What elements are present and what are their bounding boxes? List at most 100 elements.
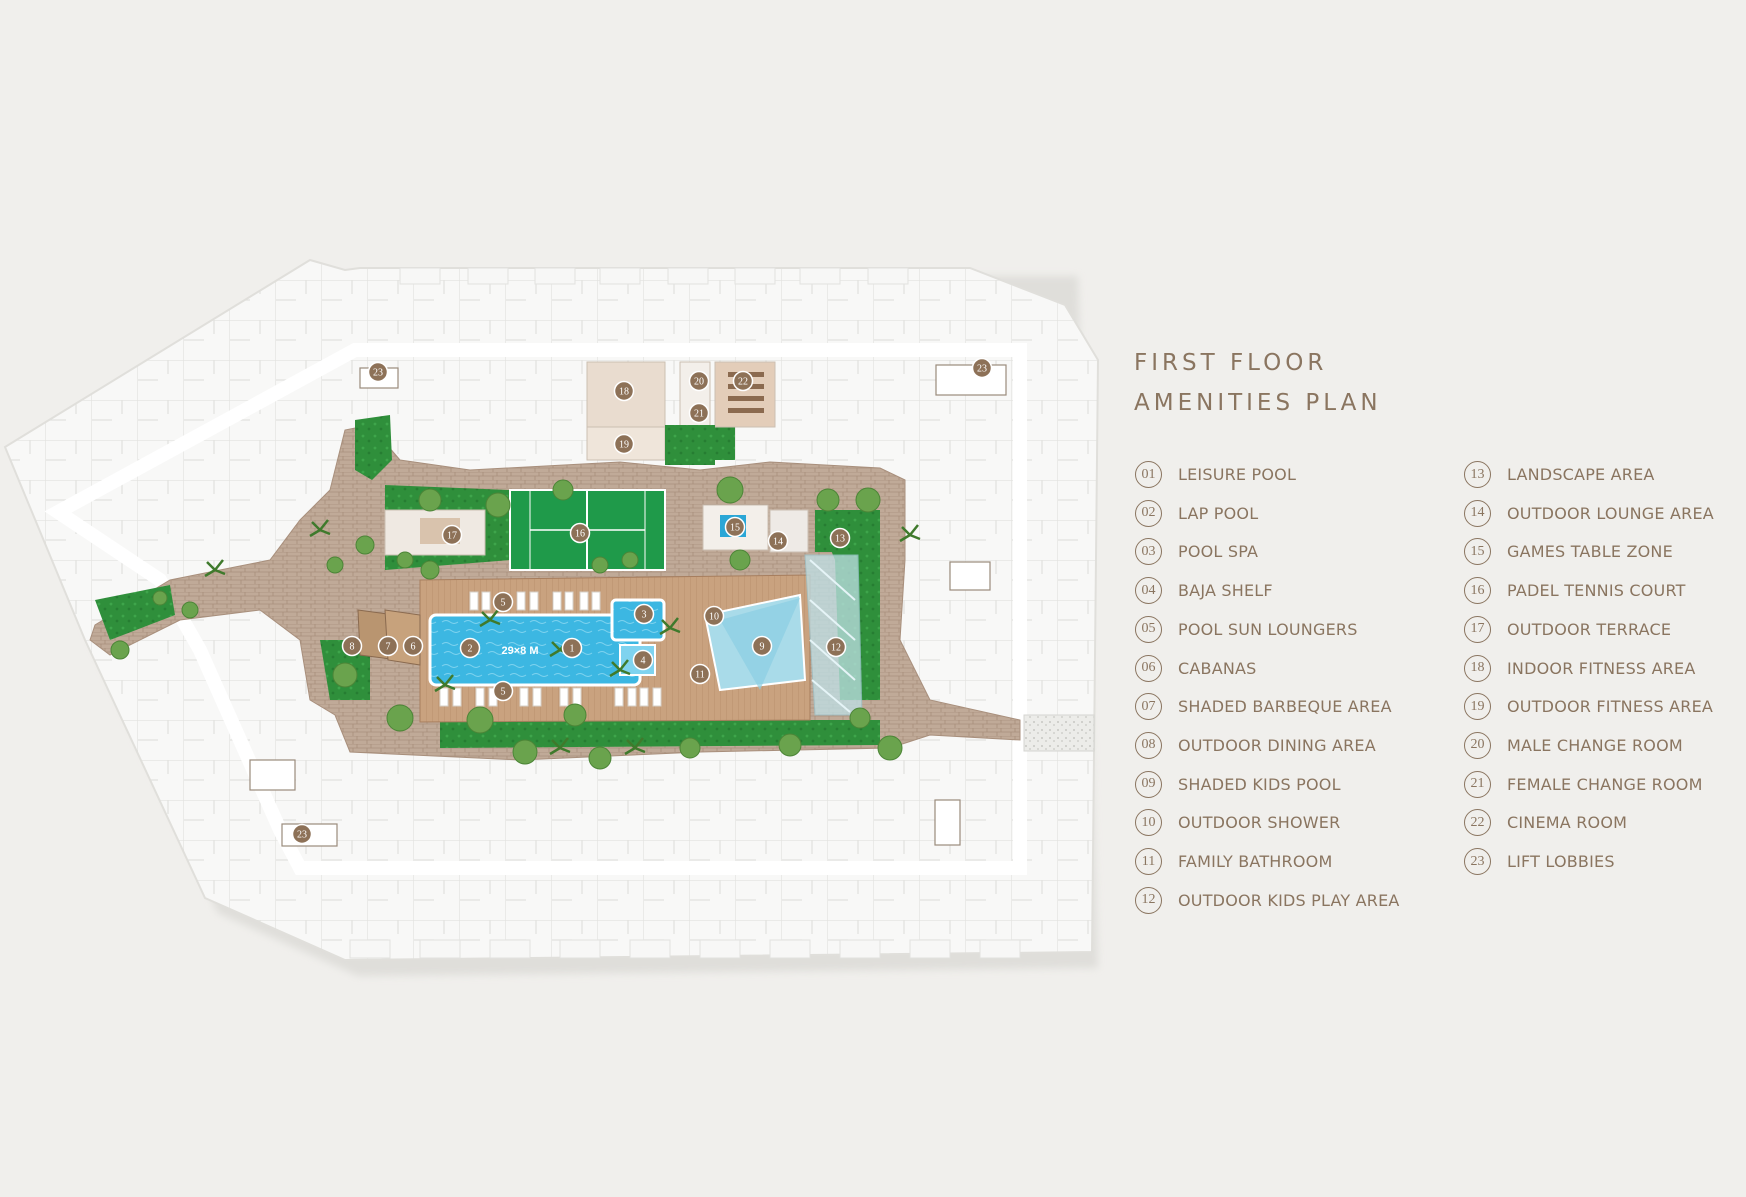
legend-label: FEMALE CHANGE ROOM	[1507, 774, 1703, 794]
legend-item-22: 22 CINEMA ROOM	[1464, 809, 1628, 837]
map-marker-circle	[971, 357, 993, 379]
legend-number-badge: 07	[1135, 693, 1162, 721]
legend-label: PADEL TENNIS COURT	[1507, 581, 1686, 601]
map-marker-label: 5	[501, 687, 506, 698]
map-marker-label: 11	[695, 670, 705, 681]
map-marker-circle	[767, 530, 789, 552]
legend-number-badge: 22	[1464, 809, 1491, 837]
map-marker-circle	[341, 635, 363, 657]
legend-item-16: 16 PADEL TENNIS COURT	[1464, 577, 1686, 605]
map-marker-label: 2	[468, 644, 473, 655]
map-marker-circle	[291, 823, 313, 845]
map-marker-circle	[492, 591, 514, 613]
legend-label: LIFT LOBBIES	[1507, 852, 1615, 871]
map-marker-20: 20	[688, 370, 710, 392]
map-marker-23: 23	[971, 357, 993, 379]
legend-label: OUTDOOR TERRACE	[1507, 619, 1672, 639]
legend-number-badge: 05	[1135, 615, 1162, 643]
legend-number-badge: 10	[1135, 809, 1162, 837]
map-marker-label: 17	[447, 531, 457, 542]
map-marker-label: 14	[773, 537, 783, 548]
map-marker-label: 15	[730, 523, 740, 534]
legend-number-badge: 16	[1464, 577, 1491, 605]
map-marker-circle	[688, 402, 710, 424]
legend-number-badge: 11	[1135, 848, 1162, 875]
legend-label: OUTDOOR DINING AREA	[1178, 735, 1376, 755]
legend-label: OUTDOOR KIDS PLAY AREA	[1178, 890, 1400, 910]
map-marker-label: 16	[575, 529, 585, 540]
legend-number-badge: 09	[1135, 770, 1162, 798]
map-marker-label: 23	[297, 830, 307, 841]
map-marker-circle	[732, 370, 754, 392]
outdoor-terrace	[384, 509, 486, 556]
map-marker-21: 21	[688, 402, 710, 424]
legend-item-11: 11 FAMILY BATHROOM	[1135, 848, 1332, 875]
legend-label: SHADED KIDS POOL	[1178, 774, 1341, 794]
map-marker-circle	[825, 636, 847, 658]
map-marker-3: 3	[633, 603, 655, 625]
map-marker-circle	[377, 635, 399, 657]
legend-label: INDOOR FITNESS AREA	[1507, 658, 1696, 678]
legend-number-badge: 02	[1135, 499, 1162, 527]
map-marker-label: 23	[977, 364, 987, 375]
map-marker-16: 16	[569, 522, 591, 544]
map-marker-circle	[633, 603, 655, 625]
legend-number-badge: 17	[1464, 615, 1491, 643]
legend-number-badge: 20	[1464, 731, 1491, 759]
map-marker-label: 1	[570, 644, 575, 655]
map-marker-5: 5	[492, 591, 514, 613]
legend-label: GAMES TABLE ZONE	[1507, 542, 1673, 562]
map-marker-9: 9	[751, 635, 773, 657]
legend-label: CINEMA ROOM	[1507, 813, 1628, 833]
map-marker-label: 8	[350, 642, 355, 653]
map-marker-23: 23	[291, 823, 313, 845]
map-marker-8: 8	[341, 635, 363, 657]
map-marker-10: 10	[703, 605, 725, 627]
map-marker-circle	[492, 680, 514, 702]
kids-play-area	[804, 554, 863, 716]
legend-item-08: 08 OUTDOOR DINING AREA	[1135, 731, 1376, 759]
map-marker-23: 23	[367, 361, 389, 383]
legend-label: MALE CHANGE ROOM	[1507, 735, 1683, 755]
map-marker-label: 5	[501, 598, 506, 609]
legend-label: LEISURE POOL	[1178, 465, 1297, 484]
map-marker-label: 12	[831, 643, 841, 654]
map-marker-label: 10	[709, 612, 719, 623]
map-marker-circle	[724, 516, 746, 538]
legend-number-badge: 01	[1135, 461, 1162, 488]
pool-dimension-label: 29×8 M	[502, 645, 539, 657]
map-marker-label: 4	[641, 656, 646, 667]
plan-title-line2: AMENITIES PLAN	[1134, 390, 1382, 416]
legend-label: LANDSCAPE AREA	[1507, 465, 1655, 484]
plan-title: FIRST FLOOR AMENITIES PLAN	[1134, 343, 1382, 423]
legend-number-badge: 14	[1464, 499, 1491, 527]
map-marker-11: 11	[689, 663, 711, 685]
map-marker-label: 6	[411, 642, 416, 653]
legend-number-badge: 08	[1135, 731, 1162, 759]
map-marker-6: 6	[402, 635, 424, 657]
map-marker-label: 18	[619, 387, 629, 398]
map-marker-label: 13	[835, 534, 845, 545]
legend-item-09: 09 SHADED KIDS POOL	[1135, 770, 1341, 798]
map-marker-14: 14	[767, 530, 789, 552]
map-marker-circle	[561, 637, 583, 659]
map-marker-circle	[751, 635, 773, 657]
trees	[110, 476, 921, 770]
map-marker-label: 23	[373, 368, 383, 379]
map-marker-5: 5	[492, 680, 514, 702]
legend-label: FAMILY BATHROOM	[1178, 852, 1333, 871]
map-marker-circle	[569, 522, 591, 544]
map-marker-circle	[703, 605, 725, 627]
